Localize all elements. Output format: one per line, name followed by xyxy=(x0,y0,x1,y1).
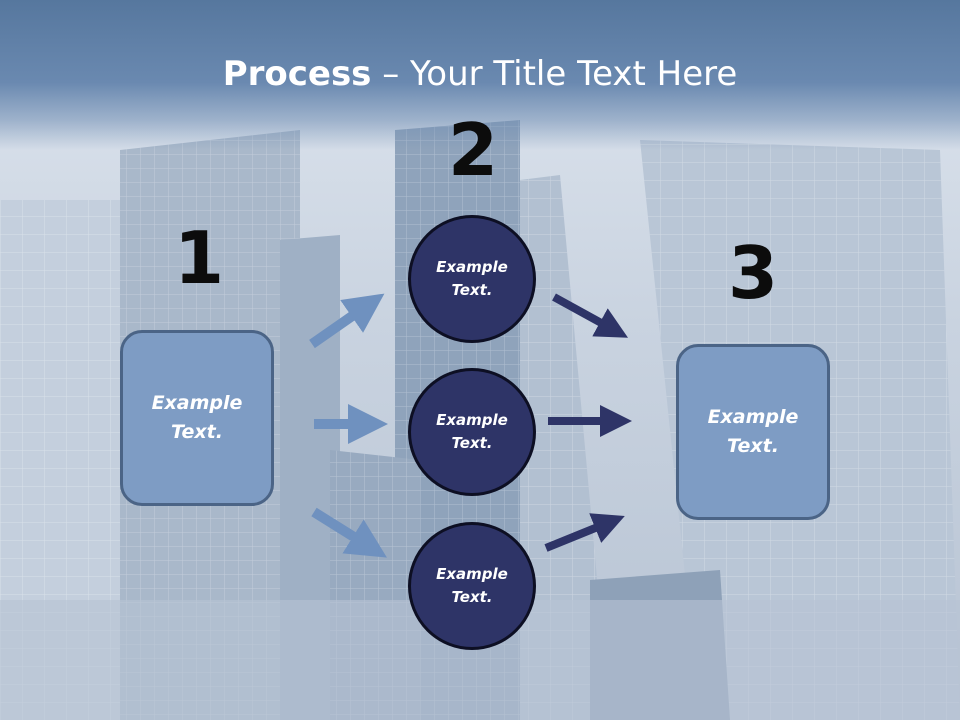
circle-bottom: Example Text. xyxy=(408,522,536,650)
title-bold: Process xyxy=(222,54,372,94)
step-number-1: 1 xyxy=(173,216,225,300)
circle-top-text: Example Text. xyxy=(436,258,508,299)
right-box: Example Text. xyxy=(676,344,830,520)
arrow-bottom-to-right xyxy=(544,513,625,552)
left-box: Example Text. xyxy=(120,330,274,506)
circle-middle-text: Example Text. xyxy=(436,411,508,452)
arrow-left-to-bottom xyxy=(311,507,387,558)
circle-top: Example Text. xyxy=(408,215,536,343)
right-box-text: Example Text. xyxy=(707,406,799,457)
step-number-2: 2 xyxy=(447,108,499,192)
header-band xyxy=(0,0,960,150)
title-rest: – Your Title Text Here xyxy=(371,54,738,94)
arrow-left-to-top xyxy=(309,293,385,349)
arrow-top-to-right xyxy=(552,293,629,338)
slide-title: Process – Your Title Text Here xyxy=(0,52,960,96)
left-box-text: Example Text. xyxy=(151,392,243,443)
step-number-3: 3 xyxy=(727,231,779,315)
circle-bottom-text: Example Text. xyxy=(436,565,508,606)
circle-middle: Example Text. xyxy=(408,368,536,496)
